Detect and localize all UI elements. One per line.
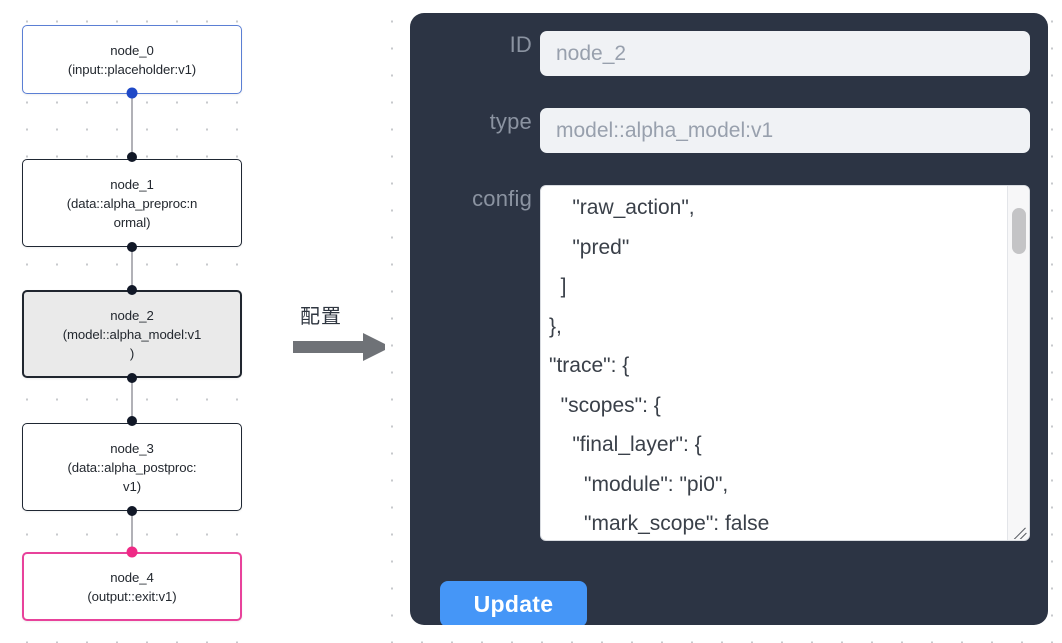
resize-handle-icon[interactable]	[1010, 521, 1028, 539]
config-scrollbar-thumb[interactable]	[1012, 208, 1026, 254]
graph-node-node_0[interactable]: node_0(input::placeholder:v1)	[22, 25, 242, 94]
transition-label: 配置	[300, 304, 342, 328]
type-field-row: type model::alpha_model:v1	[410, 108, 1048, 153]
graph-node-node_2[interactable]: node_2(model::alpha_model:v1)	[22, 290, 242, 378]
node_3-source-handle[interactable]	[127, 506, 137, 516]
node_2-target-handle[interactable]	[127, 285, 137, 295]
type-label: type	[489, 109, 532, 134]
edge-node3-node4	[131, 510, 133, 554]
transition-arrow-icon	[293, 332, 393, 371]
graph-canvas[interactable]: node_0(input::placeholder:v1) node_1(dat…	[0, 0, 262, 643]
graph-node-label: node_2(model::alpha_model:v1)	[62, 307, 202, 361]
config-field-row: config "raw_action", "pred" ] }, "trace"…	[410, 185, 1048, 541]
node-config-panel: ID node_2 type model::alpha_model:v1 con…	[410, 13, 1048, 625]
edge-node1-node2	[131, 246, 133, 292]
node_4-target-handle[interactable]	[126, 546, 138, 558]
graph-node-label: node_4(output::exit:v1)	[87, 569, 177, 604]
node_0-source-handle[interactable]	[126, 87, 138, 99]
config-textarea-wrapper[interactable]: "raw_action", "pred" ] }, "trace": { "sc…	[540, 185, 1030, 541]
id-field-row: ID node_2	[410, 31, 1048, 76]
node_1-target-handle[interactable]	[127, 152, 137, 162]
id-input[interactable]: node_2	[540, 31, 1030, 76]
edge-node0-node1	[131, 92, 133, 160]
node_2-source-handle[interactable]	[127, 373, 137, 383]
config-label: config	[472, 186, 532, 211]
config-textarea[interactable]: "raw_action", "pred" ] }, "trace": { "sc…	[549, 196, 770, 535]
type-input[interactable]: model::alpha_model:v1	[540, 108, 1030, 153]
config-scrollbar[interactable]	[1007, 186, 1029, 540]
node_3-target-handle[interactable]	[127, 416, 137, 426]
node_1-source-handle[interactable]	[127, 242, 137, 252]
update-button[interactable]: Update	[440, 581, 587, 625]
graph-node-label: node_3(data::alpha_postproc:v1)	[67, 440, 197, 494]
edge-node2-node3	[131, 377, 133, 424]
id-label: ID	[509, 32, 532, 57]
graph-node-node_4[interactable]: node_4(output::exit:v1)	[22, 552, 242, 621]
graph-node-node_3[interactable]: node_3(data::alpha_postproc:v1)	[22, 423, 242, 511]
graph-node-label: node_0(input::placeholder:v1)	[67, 42, 197, 77]
